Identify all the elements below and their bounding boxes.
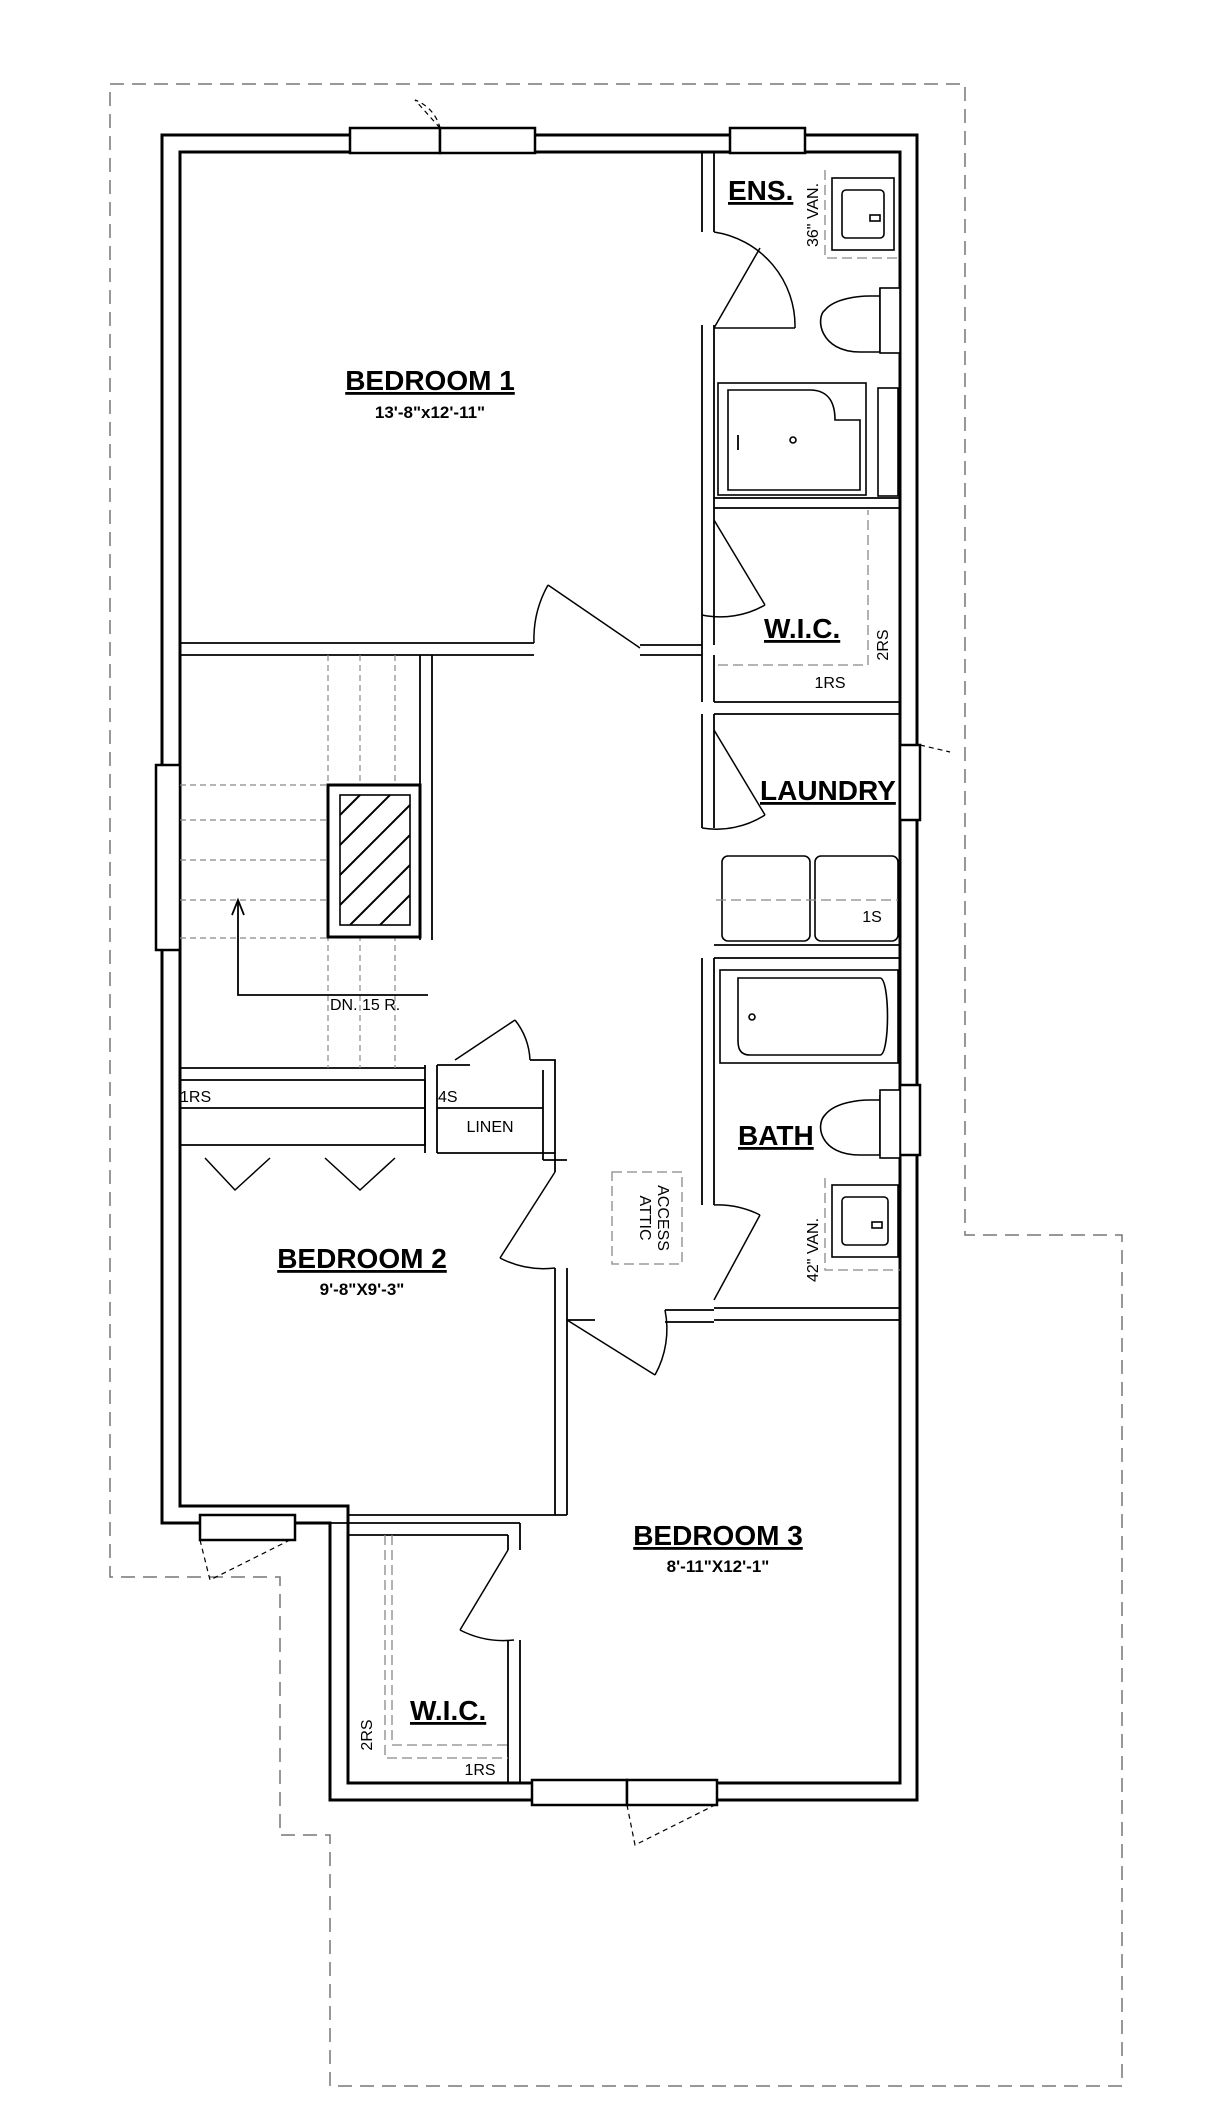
note-linen-shelves: 4S	[438, 1089, 458, 1106]
door-laundry	[713, 729, 766, 816]
door-ensuite	[713, 247, 761, 329]
ensuite-fixtures	[717, 170, 901, 497]
room-label-bedroom1: BEDROOM 1	[345, 365, 515, 396]
room-label-linen: LINEN	[466, 1119, 513, 1136]
laundry-fixtures	[716, 855, 899, 942]
window-ensuite	[728, 126, 807, 155]
doors	[204, 231, 796, 1642]
door-bedroom2	[499, 1171, 556, 1259]
door-wic-upper	[713, 519, 766, 606]
window-bedroom3-left	[530, 1778, 629, 1807]
door-closet-bifold	[204, 1157, 271, 1192]
stair	[180, 655, 428, 1068]
laundry-dryer	[814, 855, 899, 942]
window-bath	[898, 1083, 922, 1157]
note-wic-lower-2rs: 2RS	[359, 1719, 376, 1750]
room-label-ensuite: ENS.	[728, 175, 793, 206]
note-attic-line1: ATTIC	[636, 1195, 653, 1240]
roof-outline	[109, 83, 1123, 2087]
note-laundry-shelf: 1S	[862, 909, 882, 926]
window-laundry	[898, 743, 922, 822]
note-hall-closet-rs: 1RS	[180, 1089, 211, 1106]
window-bedroom1-right	[438, 126, 537, 155]
window-bedroom1-left	[348, 126, 442, 155]
note-attic-line2: ACCESS	[654, 1185, 671, 1251]
labels: BEDROOM 1 13'-8"x12'-11" ENS. 36" VAN. W…	[180, 175, 896, 1779]
note-stair-down: DN. 15 R.	[330, 997, 400, 1014]
room-dims-bedroom1: 13'-8"x12'-11"	[375, 403, 485, 422]
room-label-wic-lower: W.I.C.	[410, 1695, 486, 1726]
room-label-bedroom2: BEDROOM 2	[277, 1243, 447, 1274]
door-linen	[454, 1019, 516, 1061]
window-stair	[154, 763, 182, 952]
door-wic-lower	[459, 1549, 509, 1631]
door-bedroom1	[547, 584, 641, 649]
note-bath-vanity: 42" VAN.	[805, 1218, 822, 1282]
windows	[154, 99, 951, 1846]
laundry-washer	[721, 855, 811, 942]
bath-toilet	[819, 1095, 881, 1156]
room-label-wic-upper: W.I.C.	[764, 613, 840, 644]
room-label-bath: BATH	[738, 1120, 814, 1151]
closet-shelves	[180, 1080, 543, 1759]
door-bath	[713, 1214, 761, 1301]
bath-fixtures	[719, 969, 901, 1271]
note-wic-upper-2rs: 2RS	[875, 629, 892, 660]
note-ens-vanity: 36" VAN.	[805, 183, 822, 247]
door-bedroom3	[566, 1319, 656, 1376]
room-label-bedroom3: BEDROOM 3	[633, 1520, 803, 1551]
room-dims-bedroom3: 8'-11"X12'-1"	[667, 1557, 770, 1576]
room-label-laundry: LAUNDRY	[760, 775, 896, 806]
ensuite-toilet	[819, 288, 881, 353]
wic-upper-rods	[718, 510, 869, 666]
window-bedroom2	[198, 1513, 297, 1542]
interior-walls	[180, 152, 900, 1783]
note-wic-lower-1rs: 1RS	[464, 1762, 495, 1779]
window-bedroom3-right	[625, 1778, 719, 1807]
attic-access-hatch	[611, 1171, 683, 1265]
room-dims-bedroom2: 9'-8"X9'-3"	[320, 1280, 405, 1299]
note-wic-upper-1rs: 1RS	[814, 675, 845, 692]
